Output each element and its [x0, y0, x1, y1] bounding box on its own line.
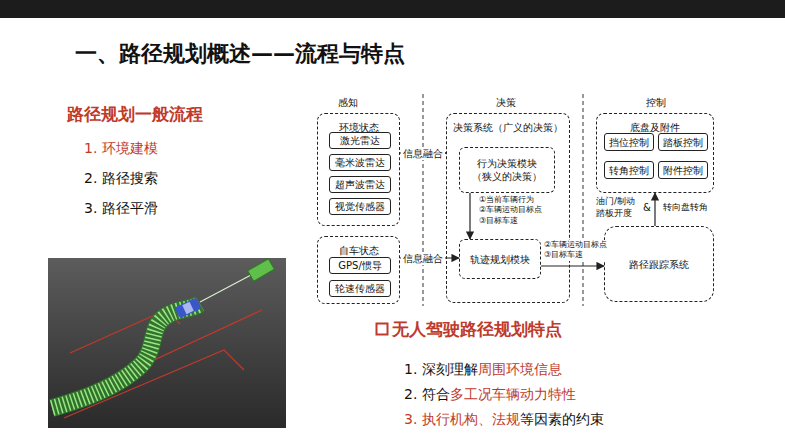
sensor-box: 视觉传感器: [329, 198, 391, 215]
node-text: 环境状态: [339, 121, 379, 134]
node-text: 轮速传感器: [335, 282, 385, 295]
sensor-box: 激光雷达: [329, 132, 391, 149]
edge-label: ②车辆运动目标点 ③目标车速: [542, 240, 618, 261]
group-box: 自车状态 GPS/惯导轮速传感器: [317, 236, 400, 304]
signal-label: 油门/制动 踏板开度: [596, 196, 640, 219]
square-bullet: [375, 322, 389, 336]
control-box: 挡位控制: [604, 133, 654, 151]
sensor-box: 轮速传感器: [329, 280, 391, 297]
path-illustration: [48, 258, 286, 428]
flow-arrow: [654, 193, 655, 226]
top-bar: [0, 0, 785, 18]
column-header: 控制: [646, 96, 666, 109]
node-text: 行为决策模块: [477, 157, 537, 170]
tracking-box: 路径跟踪系统: [604, 226, 714, 302]
node-text: 超声波雷达: [335, 178, 385, 191]
node-text: 路径跟踪系统: [629, 258, 689, 271]
group-box: 环境状态激光雷达毫米波雷达超声波雷达视觉传感器: [317, 113, 400, 226]
control-box: 踏板控制: [658, 133, 708, 151]
node-text: 决策系统（广义的决策）: [453, 121, 563, 134]
node-text: 底盘及附件: [630, 121, 680, 134]
sensor-box: 超声波雷达: [329, 176, 391, 193]
section-heading: 路径规划一般流程: [67, 103, 203, 125]
section-heading: 无人驾驶路径规划特点: [392, 318, 562, 340]
sensor-box: GPS/惯导: [329, 257, 391, 274]
node-text: 激光雷达: [340, 134, 380, 147]
list-item: 3. 执行机构、法规: [404, 410, 520, 428]
list-item: 3. 路径平滑: [84, 199, 158, 217]
node-text: 转角控制: [609, 164, 649, 177]
control-box: 转角控制: [604, 161, 654, 179]
flow-arrow: [469, 193, 470, 239]
node-text: 自车状态: [339, 244, 379, 257]
control-box: 附件控制: [658, 161, 708, 179]
list-item: 2. 符合: [404, 385, 450, 403]
signal-label: 转向盘转角: [663, 202, 708, 214]
group-box: 底盘及附件挡位控制 踏板控制转角控制 附件控制: [596, 113, 714, 193]
node-text: 附件控制: [663, 164, 703, 177]
node-text: 挡位控制: [609, 136, 649, 149]
column-header: 感知: [338, 96, 358, 109]
module-box: 轨迹规划模块: [459, 239, 541, 279]
sensor-box: 毫米波雷达: [329, 154, 391, 171]
list-item: 周围环境信息: [478, 360, 562, 378]
list-item: 1. 环境建模: [84, 139, 158, 157]
edge-label: 信息融合: [401, 147, 445, 160]
list-item: 2. 路径搜索: [84, 169, 158, 187]
column-divider: [423, 94, 424, 306]
edge-label: ①当前车辆行为 ②车辆运动目标点 ③目标车速: [477, 195, 569, 226]
node-text: 毫米波雷达: [335, 156, 385, 169]
module-box: 行为决策模块（狭义的决策）: [459, 147, 555, 193]
node-subtext: （狭义的决策）: [472, 170, 542, 183]
list-item: 等因素的约束: [520, 410, 604, 428]
slide-title: 一、路径规划概述——流程与特点: [75, 40, 405, 69]
column-header: 决策: [496, 96, 516, 109]
edge-label: 信息融合: [401, 252, 445, 265]
flow-arrow: [541, 265, 604, 266]
node-text: 轨迹规划模块: [470, 253, 530, 266]
node-text: 视觉传感器: [335, 200, 385, 213]
list-item: 多工况车辆动力特性: [450, 385, 576, 403]
node-text: 踏板控制: [663, 136, 703, 149]
signal-label: &: [643, 201, 651, 214]
node-text: GPS/惯导: [338, 259, 382, 272]
list-item: 1. 深刻理解: [404, 360, 478, 378]
column-divider: [583, 94, 584, 306]
